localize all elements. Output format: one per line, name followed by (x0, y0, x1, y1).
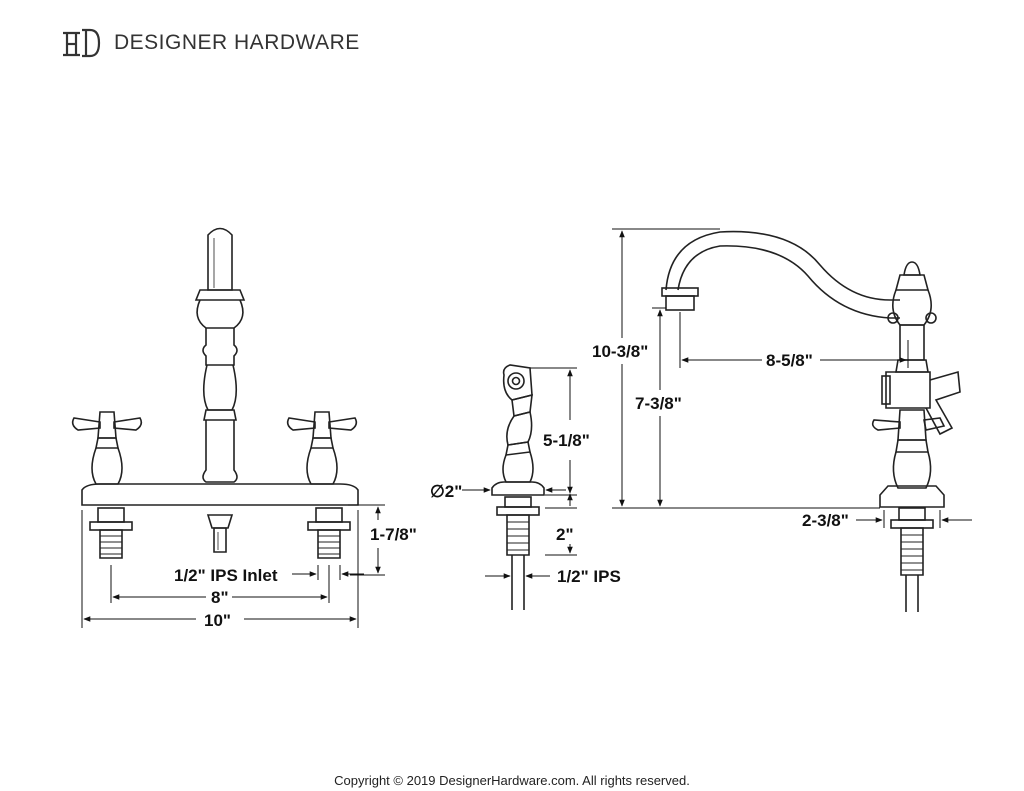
brand-name: DESIGNER HARDWARE (114, 31, 360, 54)
dim-side-reach: 8-5/8" (766, 351, 813, 370)
side-view-faucet (661, 230, 961, 612)
dim-front-overall: 10" (204, 611, 231, 630)
dim-side-total-height: 10-3/8" (592, 342, 648, 361)
dim-front-center: 8" (211, 588, 229, 607)
side-sprayer (491, 364, 545, 610)
dim-side-spout-height: 7-3/8" (635, 394, 682, 413)
front-view-faucet (71, 227, 359, 559)
header: DESIGNER HARDWARE (62, 26, 360, 60)
copyright-footer: Copyright © 2019 DesignerHardware.com. A… (334, 773, 690, 788)
dh-monogram-logo-icon (63, 28, 101, 58)
dim-front-inlet: 1/2" IPS Inlet (174, 566, 278, 585)
dim-sprayer-ips: 1/2" IPS (557, 567, 621, 586)
dim-side-base: 2-3/8" (802, 511, 849, 530)
dim-front-shank: 1-7/8" (370, 525, 417, 544)
dim-sprayer-shank: 2" (556, 525, 574, 544)
dim-sprayer-diameter: ∅2" (430, 482, 462, 501)
dim-sprayer-height: 5-1/8" (543, 431, 590, 450)
